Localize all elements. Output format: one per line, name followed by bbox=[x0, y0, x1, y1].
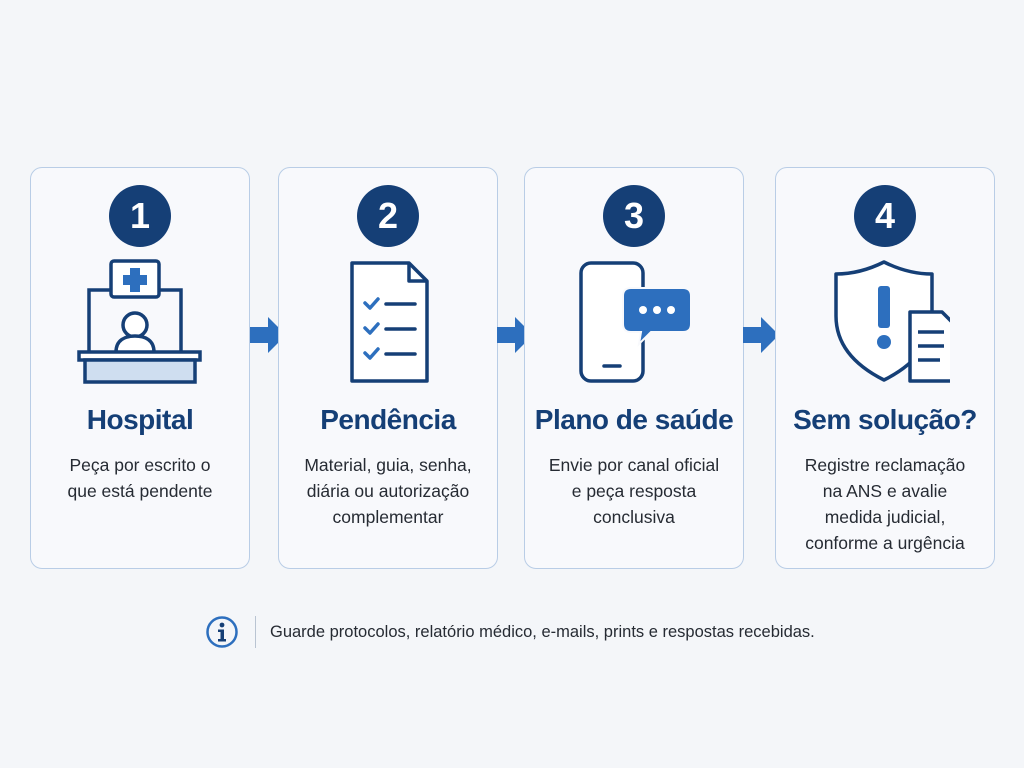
phone-chat-icon bbox=[525, 258, 743, 388]
step-title: Pendência bbox=[320, 404, 456, 435]
step-description: Peça por escrito o que está pendente bbox=[67, 455, 213, 501]
step-card-2: 2 Pendência Material, guia, senha, diári… bbox=[278, 167, 498, 569]
step-description: Envie por canal oficial e peça resposta … bbox=[548, 455, 720, 527]
step-number-badge: 3 bbox=[603, 185, 665, 247]
step-card-1: 1 Hospital Peça por escrito o que está p… bbox=[30, 167, 250, 569]
arrow-right-icon bbox=[743, 317, 779, 353]
footer-text: Guarde protocolos, relatório médico, e-m… bbox=[270, 622, 815, 641]
checklist-document-icon bbox=[279, 258, 497, 388]
step-title: Sem solução? bbox=[793, 404, 977, 435]
footer-divider bbox=[255, 616, 256, 648]
footer-note: Guarde protocolos, relatório médico, e-m… bbox=[205, 612, 815, 652]
step-description: Material, guia, senha, diária ou autoriz… bbox=[304, 455, 472, 527]
shield-warning-document-icon bbox=[776, 258, 994, 388]
step-number-badge: 4 bbox=[854, 185, 916, 247]
step-card-4: 4 Sem solução? Registre reclamação na AN… bbox=[775, 167, 995, 569]
hospital-reception-icon bbox=[31, 258, 249, 388]
step-number-badge: 1 bbox=[109, 185, 171, 247]
arrow-right-icon bbox=[250, 317, 286, 353]
step-number-badge: 2 bbox=[357, 185, 419, 247]
step-title: Hospital bbox=[86, 404, 194, 435]
step-description: Registre reclamação na ANS e avalie medi… bbox=[804, 455, 966, 553]
info-icon bbox=[206, 616, 238, 648]
step-title: Plano de saúde bbox=[534, 404, 734, 435]
step-card-3: 3 Plano de saúde Envie por canal oficial… bbox=[524, 167, 744, 569]
